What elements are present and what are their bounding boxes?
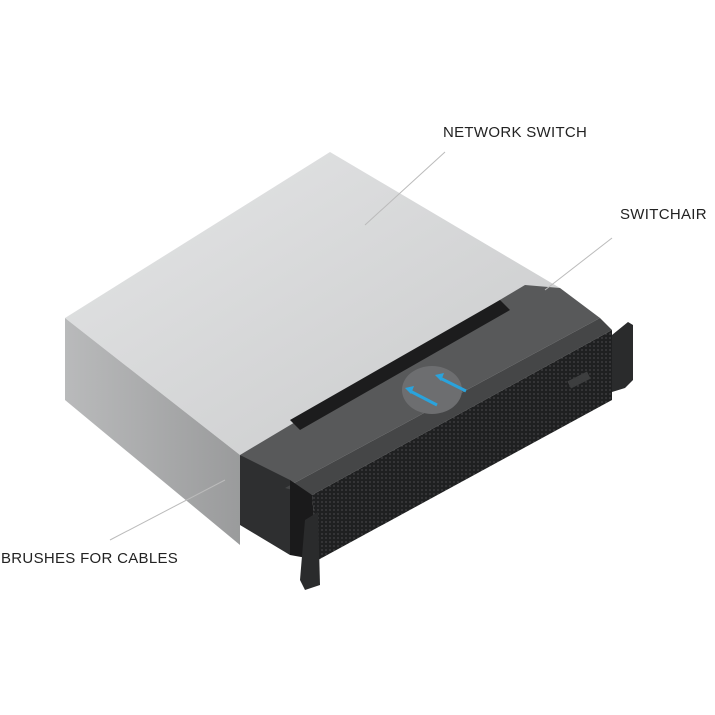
grille-front	[312, 330, 612, 560]
rack-ear-left	[300, 512, 320, 590]
arrow-icon	[439, 376, 467, 393]
cable-brush	[290, 300, 510, 430]
badge	[567, 371, 591, 389]
label-network-switch: NETWORK SWITCH	[443, 124, 588, 141]
leader-line-switchair	[544, 237, 613, 291]
label-brushes-for-cables: BRUSHES FOR CABLES	[1, 550, 179, 567]
arrow-icon	[409, 389, 438, 407]
airflow-window	[402, 366, 462, 414]
leader-line-network-switch	[364, 151, 446, 226]
label-switchair: SWITCHAIR	[620, 206, 707, 223]
switchair-unit	[240, 285, 633, 590]
leader-line-brushes	[109, 479, 226, 541]
rack-ear-right	[612, 322, 633, 392]
network-switch	[65, 152, 560, 545]
